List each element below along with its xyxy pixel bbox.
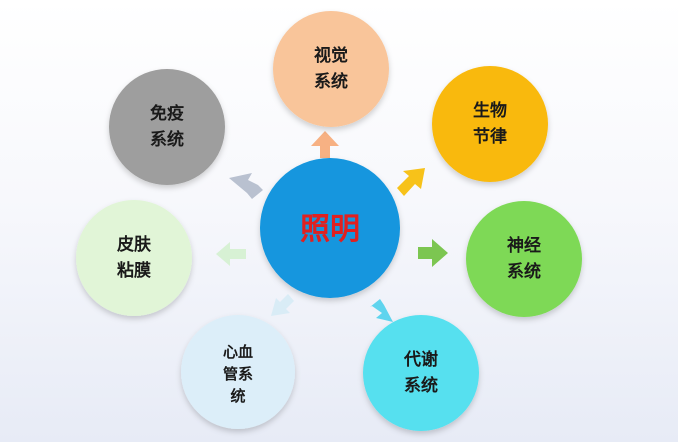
node-biorhythm-label-line2: 节律: [473, 126, 507, 147]
node-nervous-label-line2: 系统: [507, 261, 541, 282]
node-cardiovascular-label-line2: 管系: [223, 365, 253, 383]
node-cardiovascular-label-line1: 心血: [223, 343, 253, 361]
arrow-to-cardiovascular: [271, 294, 294, 316]
node-metabolism-circle: [363, 315, 479, 431]
node-vision: 视觉 系统: [273, 11, 389, 127]
node-vision-label-line1: 视觉: [314, 45, 348, 66]
node-nervous-circle: [466, 201, 582, 317]
arrow-to-skin: [216, 242, 246, 266]
node-immune: 免疫 系统: [109, 69, 225, 185]
node-skin: 皮肤 粘膜: [76, 200, 192, 316]
node-immune-circle: [109, 69, 225, 185]
node-metabolism: 代谢 系统: [363, 315, 479, 431]
node-nervous-label-line1: 神经: [507, 235, 541, 256]
node-vision-label-line2: 系统: [314, 71, 348, 92]
arrow-to-metabolism: [370, 299, 393, 322]
node-skin-label-line1: 皮肤: [117, 234, 152, 255]
center-node-label: 照明: [300, 212, 360, 247]
node-vision-circle: [273, 11, 389, 127]
node-immune-label-line2: 系统: [150, 129, 184, 150]
node-cardiovascular: 心血 管系 统: [181, 315, 295, 429]
arrows: [216, 131, 448, 322]
node-skin-circle: [76, 200, 192, 316]
node-cardiovascular-label-line3: 统: [230, 387, 245, 405]
node-metabolism-label-line2: 系统: [404, 375, 438, 396]
node-biorhythm-circle: [432, 66, 548, 182]
node-biorhythm: 生物 节律: [432, 66, 548, 182]
node-biorhythm-label-line1: 生物: [473, 100, 507, 121]
node-cardiovascular-circle: [181, 315, 295, 429]
arrow-to-biorhythm: [397, 168, 425, 196]
node-skin-label-line2: 粘膜: [117, 260, 151, 281]
node-immune-label-line1: 免疫: [150, 103, 184, 124]
arrow-to-immune: [229, 173, 263, 199]
node-nervous: 神经 系统: [466, 201, 582, 317]
node-metabolism-label-line1: 代谢: [403, 349, 438, 370]
center-node: 照明: [260, 158, 400, 298]
center-node-circle: [260, 158, 400, 298]
arrow-to-vision: [311, 131, 339, 158]
arrow-to-nervous: [418, 239, 448, 267]
